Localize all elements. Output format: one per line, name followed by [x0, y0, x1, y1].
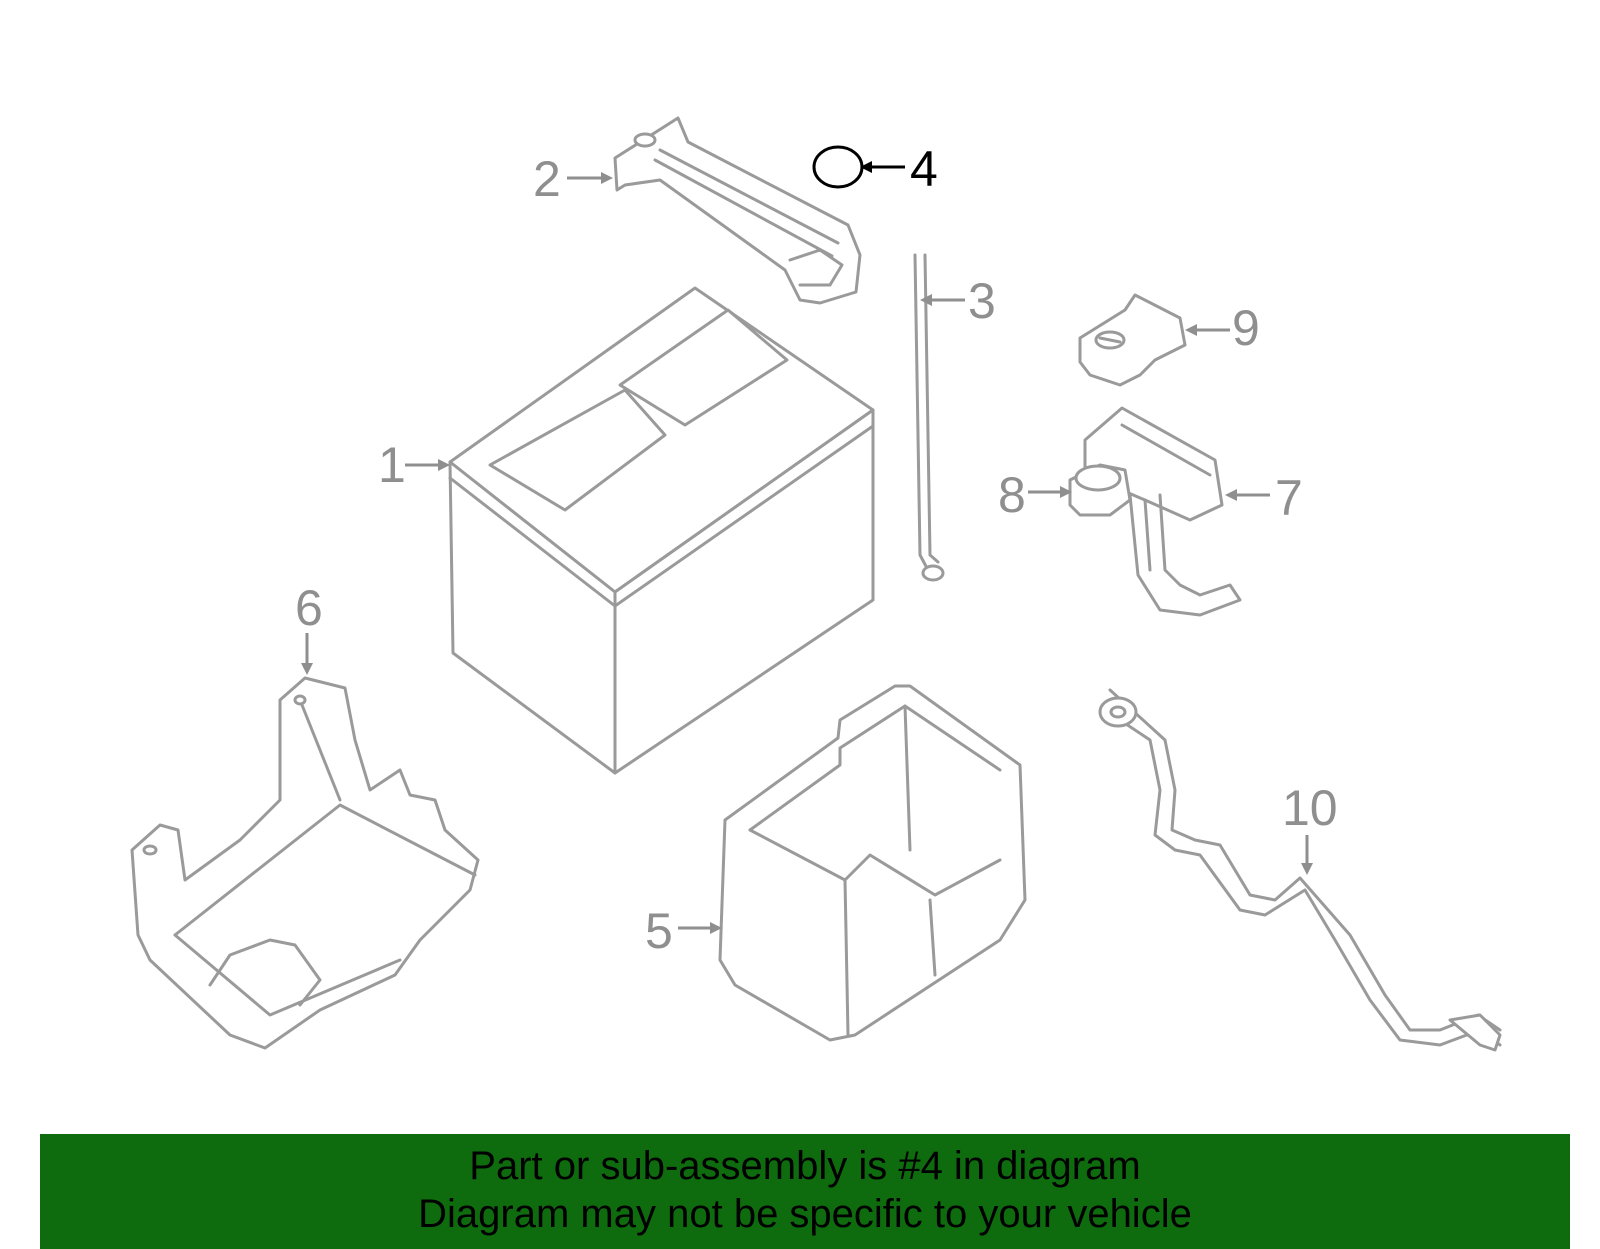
- svg-text:7: 7: [1275, 470, 1303, 526]
- battery-tray-part: [718, 684, 1027, 1042]
- svg-text:4: 4: [910, 141, 938, 197]
- callout-9: 9: [1185, 300, 1260, 356]
- callout-1: 1: [378, 437, 450, 493]
- svg-text:1: 1: [378, 437, 406, 493]
- callout-4: 4: [860, 141, 938, 197]
- svg-text:10: 10: [1282, 780, 1338, 836]
- battery-tray-bracket-part: [130, 676, 480, 1050]
- callout-6: 6: [295, 580, 323, 675]
- svg-text:5: 5: [645, 903, 673, 959]
- battery-part: [448, 286, 875, 775]
- svg-text:2: 2: [533, 151, 561, 207]
- callout-2: 2: [533, 151, 613, 207]
- svg-text:6: 6: [295, 580, 323, 636]
- callout-3: 3: [920, 273, 996, 329]
- callout-7: 7: [1225, 470, 1303, 526]
- info-banner: Part or sub-assembly is #4 in diagram Di…: [40, 1134, 1570, 1249]
- terminal-clamp-part: [1068, 463, 1132, 517]
- terminal-cap-part: [1078, 293, 1187, 387]
- battery-cable-part: [1098, 688, 1502, 1052]
- callout-5: 5: [645, 903, 722, 959]
- hold-down-bracket-part: [613, 116, 862, 305]
- banner-line-2: Diagram may not be specific to your vehi…: [418, 1192, 1192, 1236]
- hold-down-rod-part: [913, 253, 945, 582]
- callout-10: 10: [1282, 780, 1338, 875]
- banner-line-1: Part or sub-assembly is #4 in diagram: [469, 1144, 1141, 1188]
- svg-text:8: 8: [998, 467, 1026, 523]
- svg-text:9: 9: [1232, 300, 1260, 356]
- ring-part: [812, 145, 864, 189]
- callout-8: 8: [998, 467, 1072, 523]
- svg-text:3: 3: [968, 273, 996, 329]
